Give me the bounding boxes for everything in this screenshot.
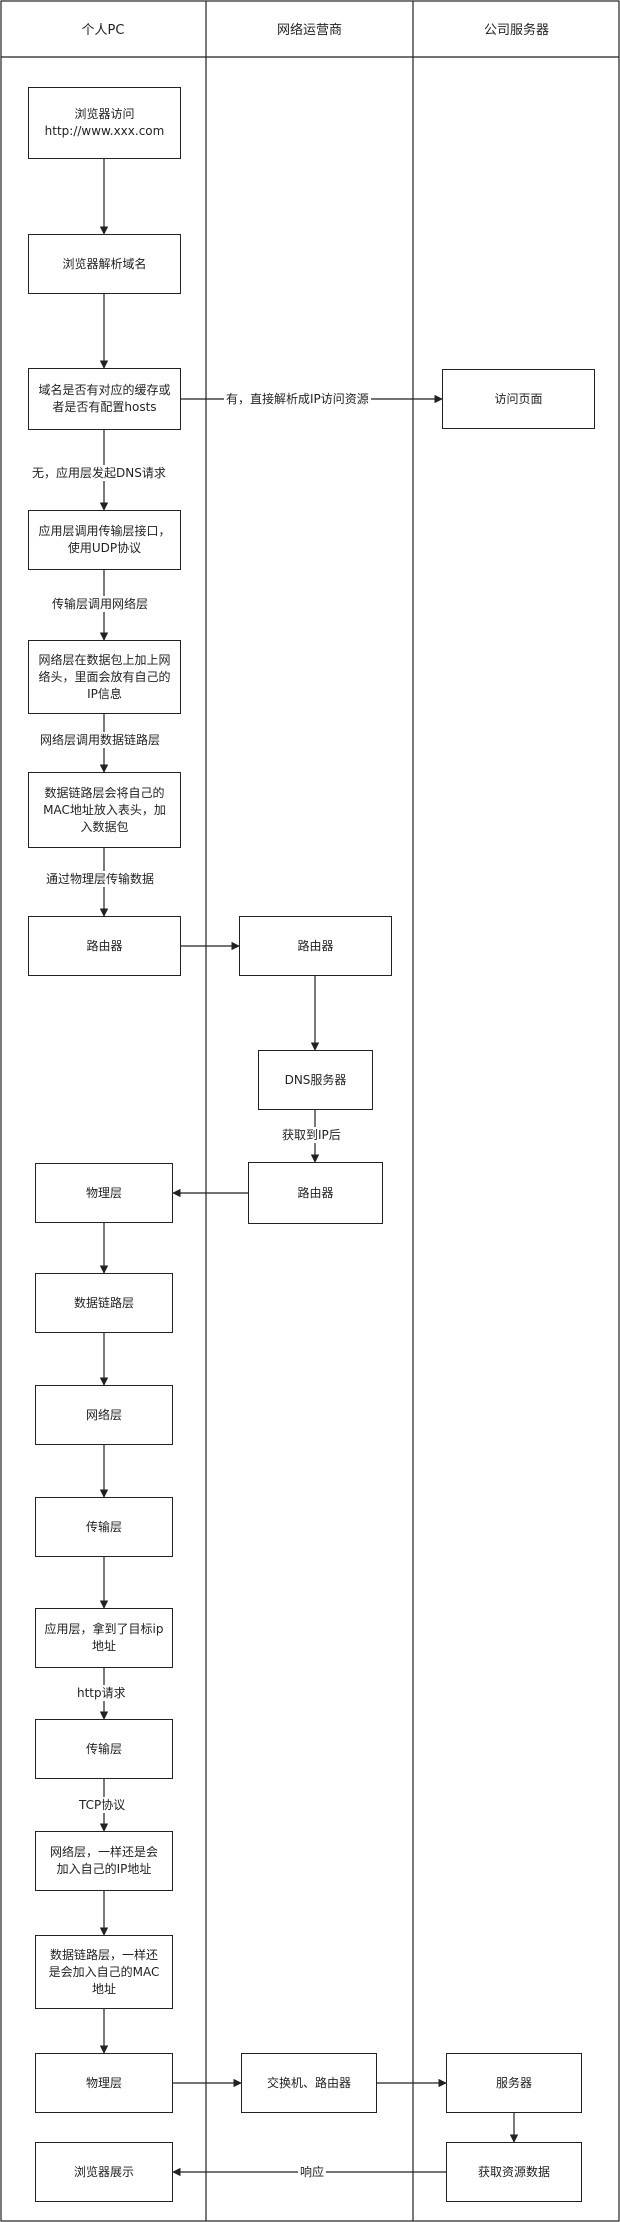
edge-label-got-ip: 获取到IP后	[280, 1127, 343, 1143]
edge-label-http-request: http请求	[75, 1685, 128, 1701]
edge-label-network-calls-link: 网络层调用数据链路层	[38, 732, 163, 748]
edge-label-has-cache: 有，直接解析成IP访问资源	[224, 391, 371, 407]
node-net-layer-header: 网络层在数据包上加上网 络头，里面会放有自己的 IP信息	[28, 640, 181, 714]
node-dns-server: DNS服务器	[258, 1050, 373, 1110]
node-datalink-1: 数据链路层	[35, 1273, 173, 1333]
edge-label-physical-transfer: 通过物理层传输数据	[44, 871, 157, 887]
node-datalink-2: 数据链路层，一样还 是会加入自己的MAC 地址	[35, 1935, 173, 2009]
node-app-layer-udp: 应用层调用传输层接口， 使用UDP协议	[28, 510, 181, 570]
node-browser-visit: 浏览器访问 http://www.xxx.com	[28, 87, 181, 159]
node-browser-display: 浏览器展示	[35, 2142, 173, 2202]
lane-header-isp: 网络运营商	[276, 23, 342, 38]
lane-header-server: 公司服务器	[483, 23, 549, 38]
node-router-isp-return: 路由器	[248, 1162, 383, 1224]
node-browser-parse: 浏览器解析域名	[28, 234, 181, 294]
node-link-layer-mac: 数据链路层会将自己的 MAC地址放入表头，加 入数据包	[28, 772, 181, 848]
node-transport-1: 传输层	[35, 1497, 173, 1557]
node-network-2: 网络层，一样还是会 加入自己的IP地址	[35, 1831, 173, 1891]
node-router-isp: 路由器	[239, 916, 392, 976]
lane-header-pc: 个人PC	[81, 23, 125, 38]
node-switch-router: 交换机、路由器	[241, 2053, 377, 2113]
node-transport-2: 传输层	[35, 1719, 173, 1779]
edge-label-no-cache: 无，应用层发起DNS请求	[30, 465, 168, 481]
node-server: 服务器	[446, 2053, 582, 2113]
edge-label-response: 响应	[298, 2164, 327, 2180]
node-network-1: 网络层	[35, 1385, 173, 1445]
node-router-pc: 路由器	[28, 916, 181, 976]
node-cache-check: 域名是否有对应的缓存或 者是否有配置hosts	[28, 368, 181, 430]
edge-label-tcp-protocol: TCP协议	[77, 1797, 128, 1813]
node-physical-1: 物理层	[35, 1163, 173, 1223]
node-physical-2: 物理层	[35, 2053, 173, 2113]
node-fetch-resource: 获取资源数据	[446, 2142, 582, 2202]
edge-label-transport-calls-network: 传输层调用网络层	[50, 596, 151, 612]
node-app-target-ip: 应用层，拿到了目标ip 地址	[35, 1608, 173, 1668]
node-visit-page: 访问页面	[442, 369, 595, 429]
